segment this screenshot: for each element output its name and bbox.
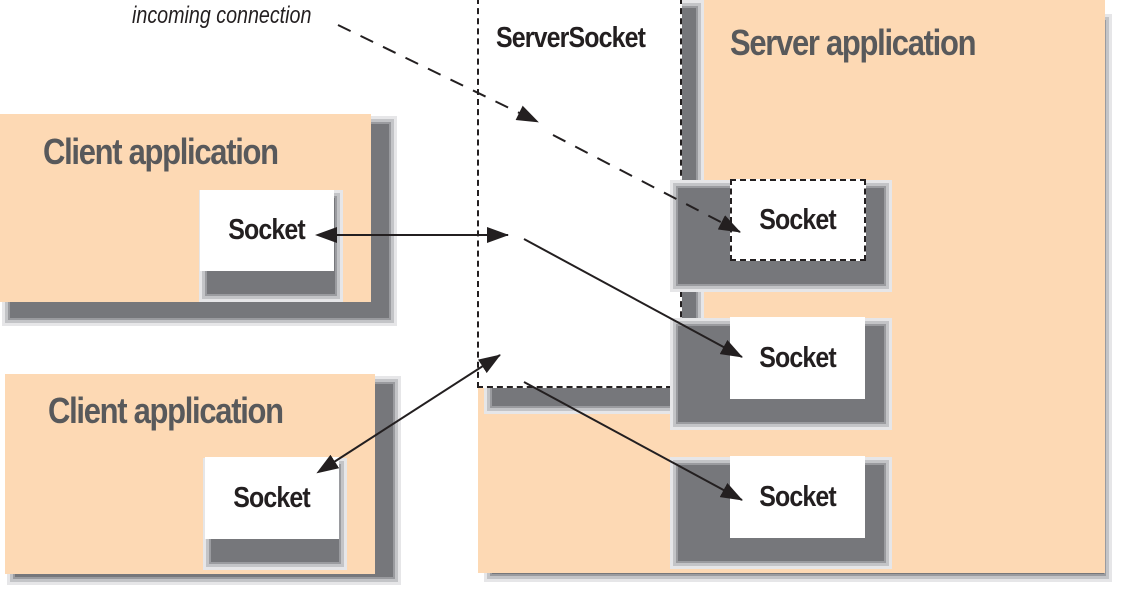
client-application-title-1: Client application [43,131,279,172]
socket-label: Socket [759,480,836,513]
incoming-connection-arrow-b [552,134,741,233]
server-socket-box: ServerSocket [477,0,682,388]
client-socket-1: Socket [200,190,334,271]
client-application-title-2: Client application [48,390,284,431]
client2-connection-arrow [316,354,501,474]
socket-label: Socket [228,214,306,246]
socket-label: Socket [233,481,311,514]
incoming-connection-arrow-a [337,24,539,123]
server-socket-connected-2: Socket [730,456,865,538]
server-socket-label: ServerSocket [496,22,646,54]
accept-arrow-2 [523,381,743,501]
accept-arrow-1 [523,238,743,358]
server-socket-connected-1: Socket [730,317,865,399]
server-application-title: Server application [730,22,976,63]
socket-label: Socket [759,203,837,236]
incoming-connection-label: incoming connection [132,2,312,29]
socket-label: Socket [759,341,836,374]
